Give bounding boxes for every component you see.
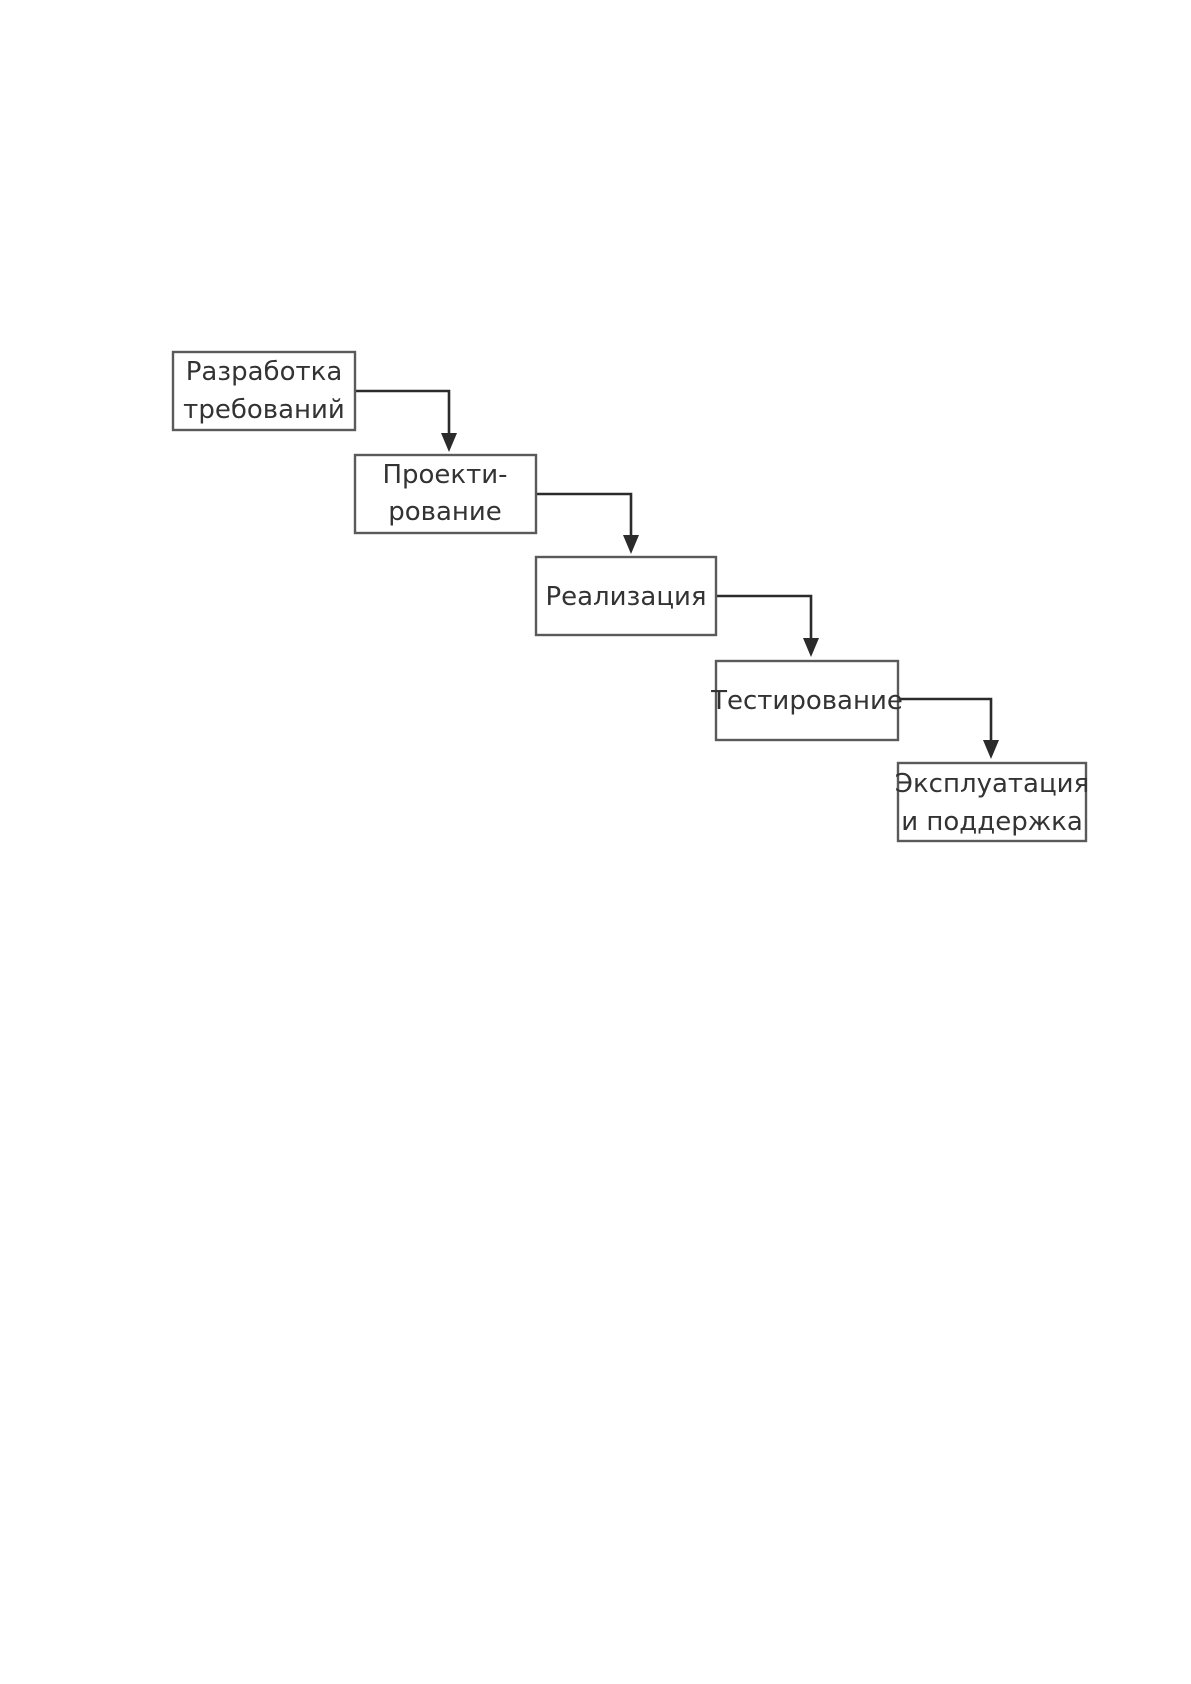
- arrow-stage1-to-stage2: [355, 391, 457, 452]
- stage-label-line-2: требований: [183, 395, 345, 425]
- stage-box-requirements: Разработка требований: [173, 352, 355, 430]
- arrowhead-icon: [623, 535, 639, 554]
- arrow-stage3-to-stage4: [716, 596, 819, 657]
- arrowhead-icon: [803, 638, 819, 657]
- stage-label-line-1: Эксплуатация: [895, 769, 1089, 799]
- stage-label-line-1: Разработка: [186, 357, 343, 387]
- stage-box-design: Проекти- рование: [355, 455, 536, 533]
- stage-label-line-2: рование: [388, 497, 502, 527]
- stage-label-line-1: Проекти-: [382, 460, 507, 490]
- arrowhead-icon: [983, 740, 999, 759]
- arrowhead-icon: [441, 433, 457, 452]
- stage-box-operation: Эксплуатация и поддержка: [895, 763, 1089, 841]
- arrow-stage2-to-stage3: [536, 494, 639, 554]
- stage-box-implementation: Реализация: [536, 557, 716, 635]
- stage-label-line-1: Реализация: [545, 582, 706, 612]
- stage-label-line-1: Тестирование: [710, 686, 903, 716]
- stage-box-testing: Тестирование: [710, 661, 903, 740]
- stage-label-line-2: и поддержка: [901, 807, 1083, 837]
- arrow-stage4-to-stage5: [898, 699, 999, 759]
